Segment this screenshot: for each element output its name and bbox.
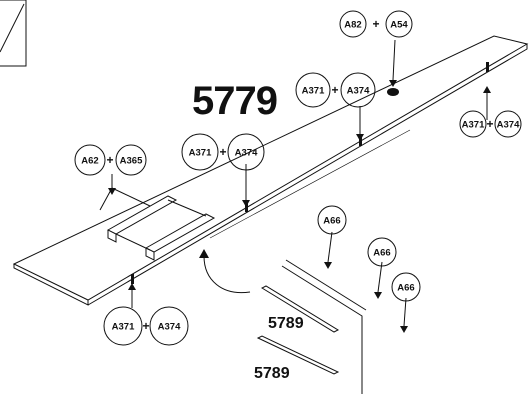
callout-circle-middle-1 bbox=[181, 133, 219, 171]
arrowhead bbox=[108, 188, 116, 195]
bracket-rear bbox=[106, 195, 178, 235]
arrowhead bbox=[242, 200, 250, 207]
callout-circle-center-top-2 bbox=[340, 72, 376, 108]
callout-label: A66 bbox=[397, 283, 414, 294]
arrowhead bbox=[483, 86, 491, 93]
part-5789-upper bbox=[260, 285, 340, 333]
arrowhead bbox=[400, 326, 408, 333]
leader-top bbox=[392, 39, 396, 81]
panel-code: 5779 bbox=[192, 79, 277, 123]
callout-label: A82 bbox=[344, 20, 361, 31]
arrowheads bbox=[108, 80, 491, 333]
part-code-lower: 5789 bbox=[254, 365, 290, 382]
bracket-rear-side bbox=[107, 230, 117, 243]
screw-glyph bbox=[245, 202, 248, 212]
arrowhead bbox=[374, 292, 382, 299]
callout-label: A62 bbox=[81, 156, 98, 167]
plus-sign: + bbox=[106, 153, 113, 167]
long-panel-front-edge bbox=[13, 264, 89, 306]
plus-sign: + bbox=[142, 319, 149, 333]
leader-left bbox=[99, 174, 151, 211]
callout-label: A66 bbox=[373, 248, 390, 259]
screw-glyph bbox=[131, 274, 134, 284]
callout-label: A371 bbox=[112, 322, 135, 333]
callout-circle-bottom-left-1 bbox=[103, 306, 143, 346]
plus-sign: + bbox=[219, 145, 226, 159]
bracket-front-side bbox=[145, 248, 155, 261]
callout-circle-middle-2 bbox=[227, 133, 265, 171]
long-panel-top bbox=[12, 35, 529, 301]
callout-label: A371 bbox=[189, 148, 212, 159]
callout-circle-rail-3 bbox=[391, 272, 421, 302]
arrowhead bbox=[324, 262, 332, 269]
callout-label: A365 bbox=[120, 156, 143, 167]
rail-inner bbox=[285, 259, 367, 311]
arrowhead bbox=[128, 283, 136, 290]
leader-rail-1 bbox=[327, 231, 333, 263]
callout-label: A374 bbox=[158, 322, 181, 333]
callout-circle-right-1 bbox=[459, 110, 487, 138]
screw-glyphs bbox=[131, 62, 489, 284]
callout-circle-top-1 bbox=[339, 10, 367, 38]
part-5789-lower bbox=[256, 335, 340, 375]
cam-fitting-glyph bbox=[387, 88, 399, 96]
screw-glyph bbox=[486, 62, 489, 72]
screw-glyph bbox=[359, 136, 362, 146]
plus-sign: + bbox=[372, 17, 379, 31]
callout-label: A374 bbox=[235, 148, 258, 159]
rail-outer bbox=[281, 265, 363, 394]
leader-rail-3 bbox=[403, 297, 407, 327]
callout-label: A374 bbox=[497, 120, 520, 131]
corner-box-fragment bbox=[0, 0, 27, 67]
bracket-crossbars bbox=[115, 199, 207, 251]
plus-sign: + bbox=[486, 117, 493, 131]
callout-label: A66 bbox=[323, 216, 340, 227]
rotate-arrow bbox=[203, 255, 251, 294]
arrowhead bbox=[356, 134, 364, 141]
callout-label: A371 bbox=[302, 86, 325, 97]
callout-circle-right-2 bbox=[494, 110, 522, 138]
callout-circle-top-2 bbox=[385, 10, 413, 38]
callout-circle-left-1 bbox=[74, 144, 106, 176]
corner-box-diagonal bbox=[0, 3, 25, 53]
leader-rail-2 bbox=[377, 261, 383, 293]
callout-label: A54 bbox=[390, 20, 408, 31]
callout-label: A374 bbox=[347, 86, 370, 97]
callout-circle-bottom-left-2 bbox=[149, 306, 189, 346]
long-panel-side-edge bbox=[87, 44, 528, 306]
callout-circle-center-top-1 bbox=[295, 72, 331, 108]
plus-sign: + bbox=[331, 83, 338, 97]
arrowhead bbox=[199, 249, 209, 258]
callout-circle-left-2 bbox=[115, 144, 147, 176]
arrowhead bbox=[389, 80, 397, 87]
part-code-upper: 5789 bbox=[268, 315, 304, 332]
panel-groove bbox=[209, 129, 411, 239]
callout-circle-rail-2 bbox=[367, 237, 397, 267]
callout-label: A371 bbox=[462, 120, 485, 131]
callout-circle-rail-1 bbox=[317, 205, 347, 235]
bracket-front bbox=[144, 213, 216, 253]
